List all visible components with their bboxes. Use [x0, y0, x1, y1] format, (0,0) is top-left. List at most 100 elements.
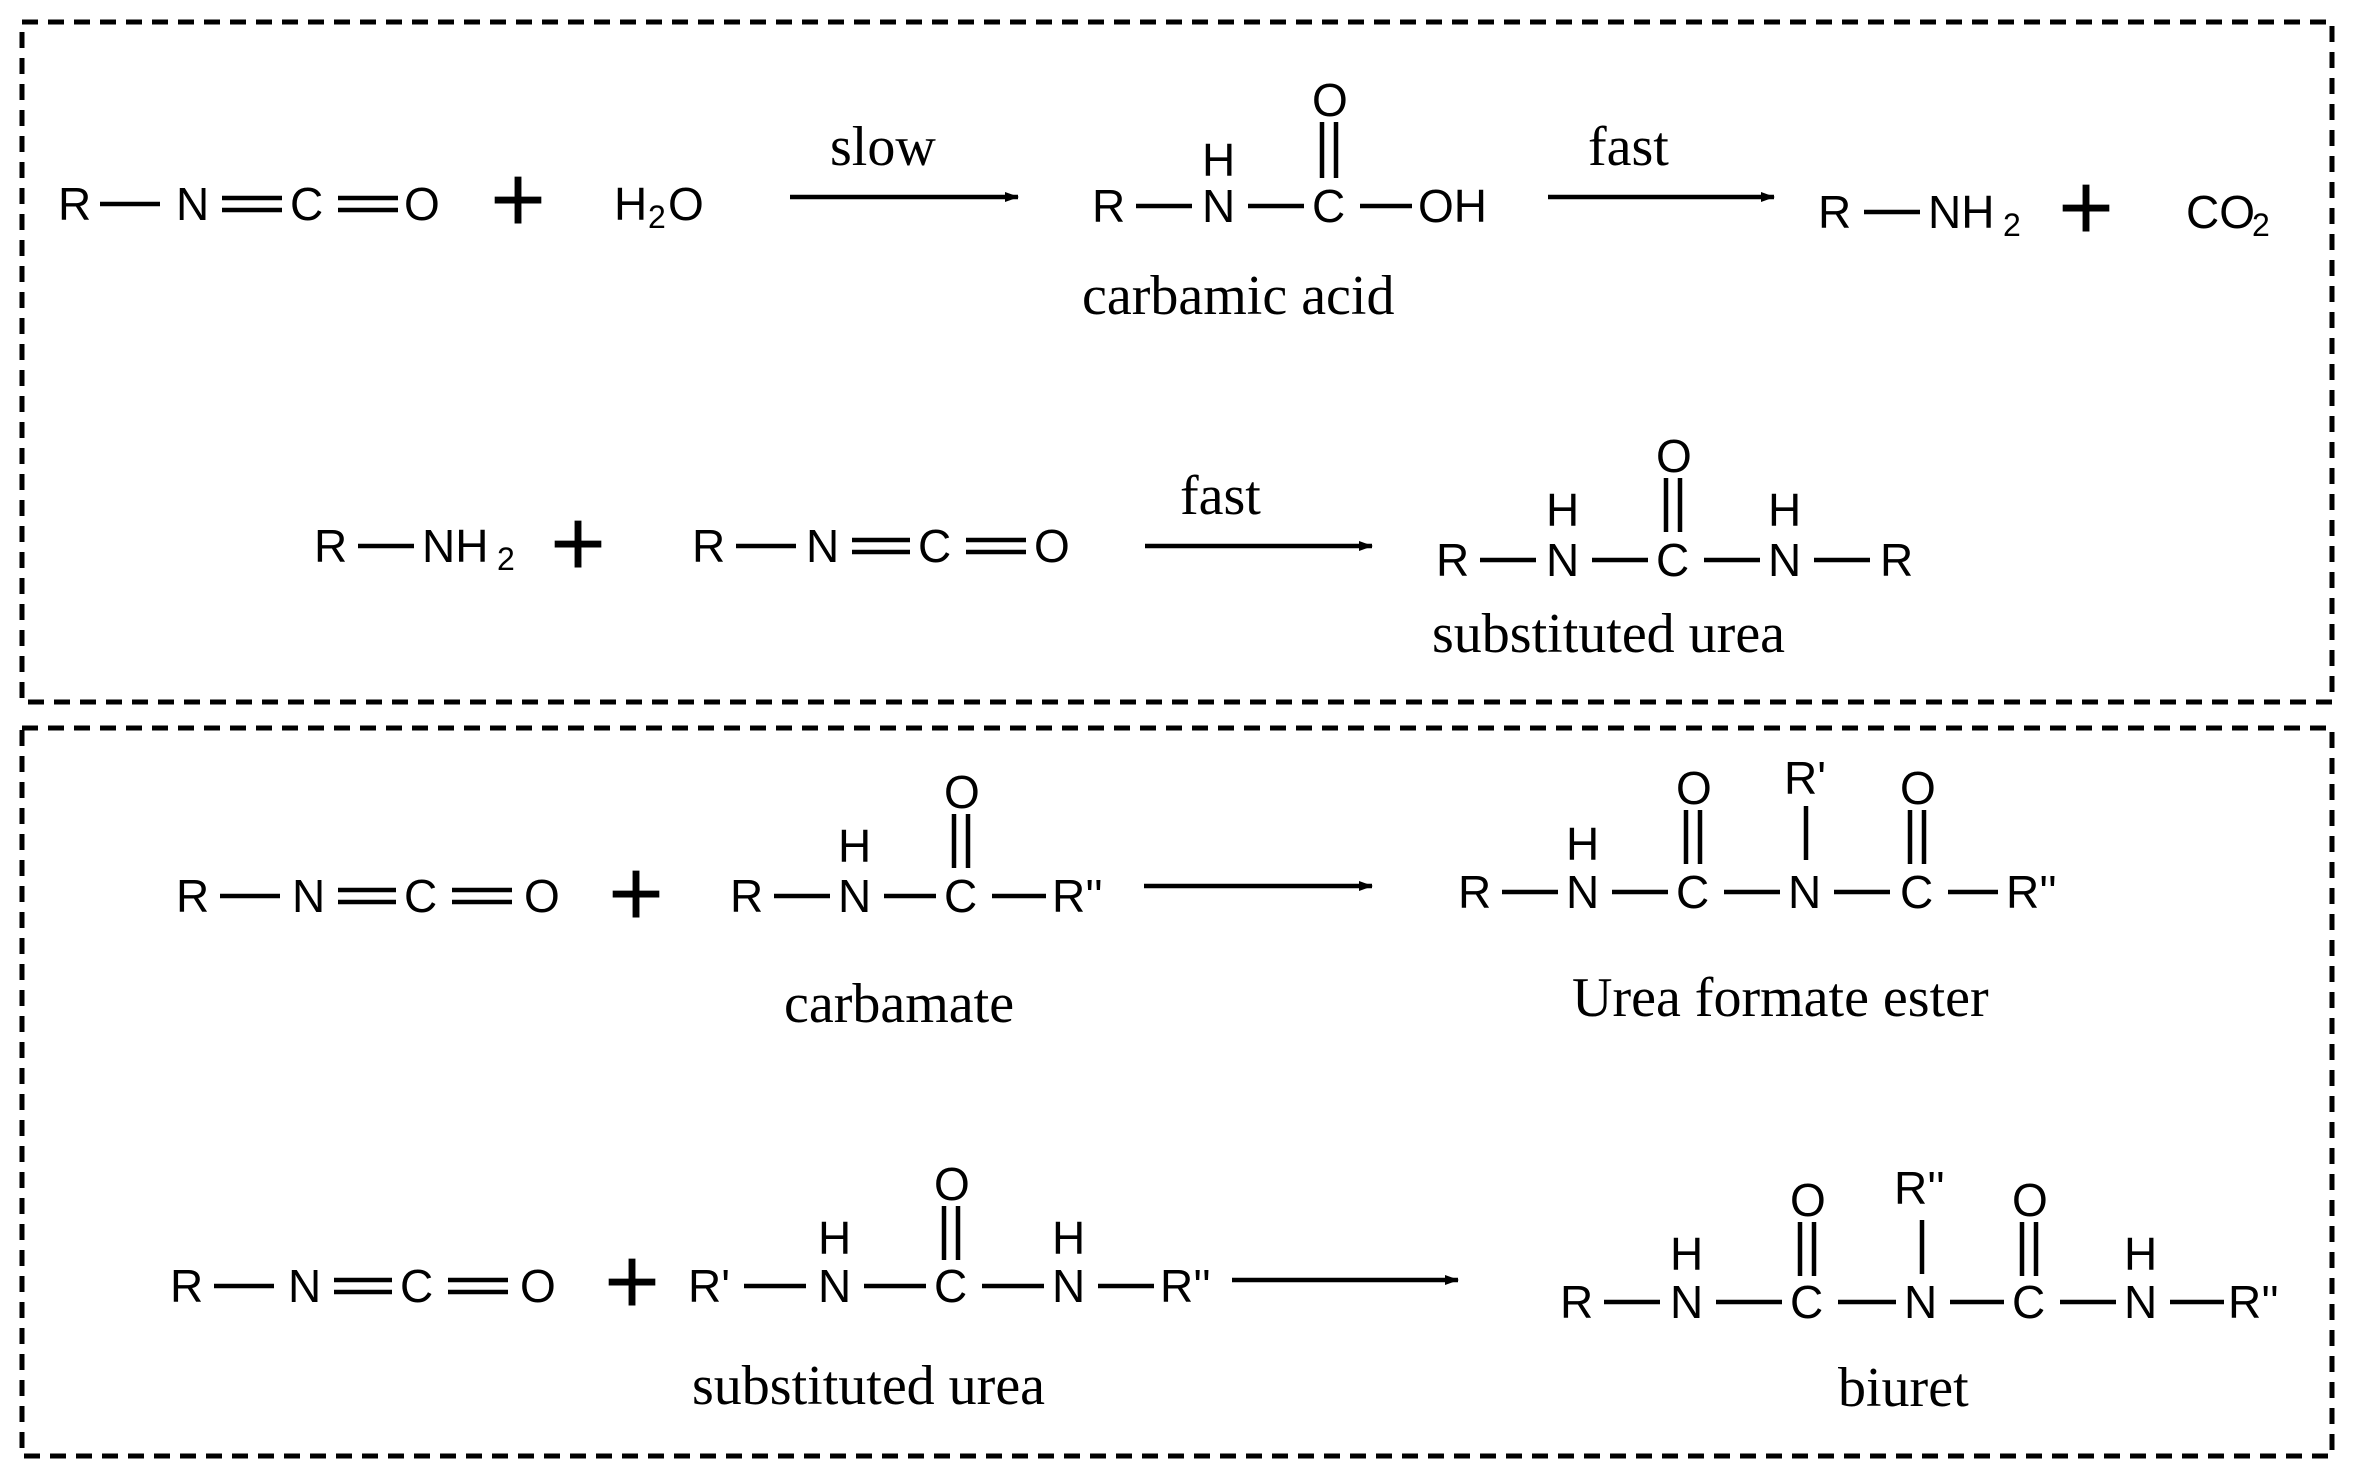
atom-n: N: [806, 520, 839, 572]
label-carbamate: carbamate: [784, 973, 1014, 1035]
atom-c: C: [1900, 866, 1933, 918]
atom-n: N: [1904, 1276, 1937, 1328]
atom-c: C: [1656, 534, 1689, 586]
atom-co: CO: [2186, 186, 2255, 238]
atom-h: H: [1052, 1212, 1085, 1264]
atom-c: C: [918, 520, 951, 572]
atom-o: O: [520, 1260, 556, 1312]
plus-sign: +: [608, 840, 664, 947]
atom-n: N: [1670, 1276, 1703, 1328]
atom-n: N: [1546, 534, 1579, 586]
atom-h: H: [838, 820, 871, 872]
atom-o: O: [1790, 1174, 1826, 1226]
atom-h: H: [818, 1212, 851, 1264]
atom-r-double-prime: R'': [1052, 870, 1103, 922]
label-carbamic-acid: carbamic acid: [1082, 265, 1394, 327]
row1-isocyanate: R N C O: [58, 178, 440, 230]
subscript-2: 2: [497, 541, 515, 577]
atom-r: R: [176, 870, 209, 922]
atom-n: N: [2124, 1276, 2157, 1328]
atom-r-double-prime: R'': [2006, 866, 2057, 918]
atom-r: R: [1880, 534, 1913, 586]
row3-carbamate: R H N C O R'': [730, 766, 1103, 922]
row1-amine: R NH 2: [1818, 186, 2021, 243]
atom-oh: OH: [1418, 180, 1487, 232]
atom-n: N: [1566, 866, 1599, 918]
row4-biuret: R H N C O N R'' C O H N R'': [1560, 1162, 2279, 1328]
atom-o: O: [668, 178, 704, 230]
plus-sign: +: [490, 146, 546, 253]
atom-r-double-prime: R'': [1894, 1162, 1945, 1214]
atom-h: H: [2124, 1228, 2157, 1280]
atom-n: N: [838, 870, 871, 922]
atom-r: R: [692, 520, 725, 572]
atom-r-prime: R': [688, 1260, 730, 1312]
row4-substituted-urea: R' H N C O H N R'': [688, 1158, 1211, 1312]
row2-amine: R NH 2: [314, 520, 515, 577]
row2-substituted-urea: R H N C O H N R: [1436, 430, 1913, 586]
subscript-2: 2: [648, 199, 666, 235]
row3-urea-formate-ester: R H N C O N R' C O R'': [1458, 752, 2057, 918]
atom-r-prime: R': [1784, 752, 1826, 804]
label-urea-formate-ester: Urea formate ester: [1572, 967, 1989, 1029]
atom-r: R: [1092, 180, 1125, 232]
atom-o: O: [1900, 762, 1936, 814]
atom-c: C: [2012, 1276, 2045, 1328]
atom-h: H: [1768, 484, 1801, 536]
atom-n: N: [1052, 1260, 1085, 1312]
atom-c: C: [404, 870, 437, 922]
row1-carbamic-acid: R H N C O OH: [1092, 74, 1487, 232]
arrow-label-fast: fast: [1180, 465, 1261, 527]
arrow-label-fast: fast: [1588, 116, 1669, 178]
atom-o: O: [1676, 762, 1712, 814]
atom-n: N: [818, 1260, 851, 1312]
atom-nh: NH: [422, 520, 488, 572]
atom-c: C: [1790, 1276, 1823, 1328]
atom-h: H: [614, 178, 647, 230]
atom-c: C: [290, 178, 323, 230]
atom-c: C: [944, 870, 977, 922]
row1-carbon-dioxide: CO 2: [2186, 186, 2270, 243]
atom-r: R: [1560, 1276, 1593, 1328]
atom-o: O: [524, 870, 560, 922]
atom-n: N: [1768, 534, 1801, 586]
plus-sign: +: [550, 490, 606, 597]
label-substituted-urea: substituted urea: [1432, 603, 1785, 665]
row4-isocyanate: R N C O: [170, 1260, 556, 1312]
row2-isocyanate: R N C O: [692, 520, 1070, 572]
atom-o: O: [1312, 74, 1348, 126]
atom-n: N: [292, 870, 325, 922]
atom-r-double-prime: R'': [2228, 1276, 2279, 1328]
atom-h: H: [1546, 484, 1579, 536]
atom-c: C: [1312, 180, 1345, 232]
atom-nh: NH: [1928, 186, 1994, 238]
atom-o: O: [1656, 430, 1692, 482]
atom-c: C: [1676, 866, 1709, 918]
atom-o: O: [944, 766, 980, 818]
atom-o: O: [1034, 520, 1070, 572]
atom-c: C: [400, 1260, 433, 1312]
plus-sign: +: [2058, 154, 2114, 261]
atom-r: R: [314, 520, 347, 572]
atom-h: H: [1670, 1228, 1703, 1280]
atom-n: N: [176, 178, 209, 230]
label-biuret: biuret: [1838, 1357, 1969, 1419]
row3-isocyanate: R N C O: [176, 870, 560, 922]
atom-o: O: [404, 178, 440, 230]
atom-o: O: [2012, 1174, 2048, 1226]
row1-water: H 2 O: [614, 178, 704, 235]
atom-h: H: [1566, 818, 1599, 870]
atom-c: C: [934, 1260, 967, 1312]
atom-n: N: [288, 1260, 321, 1312]
subscript-2: 2: [2252, 207, 2270, 243]
atom-r: R: [1436, 534, 1469, 586]
upper-dashed-box: [19, 19, 2335, 705]
label-substituted-urea: substituted urea: [692, 1355, 1045, 1417]
atom-o: O: [934, 1158, 970, 1210]
atom-r: R: [170, 1260, 203, 1312]
atom-n: N: [1202, 180, 1235, 232]
atom-h: H: [1202, 134, 1235, 186]
atom-r: R: [58, 178, 91, 230]
atom-r: R: [1818, 186, 1851, 238]
